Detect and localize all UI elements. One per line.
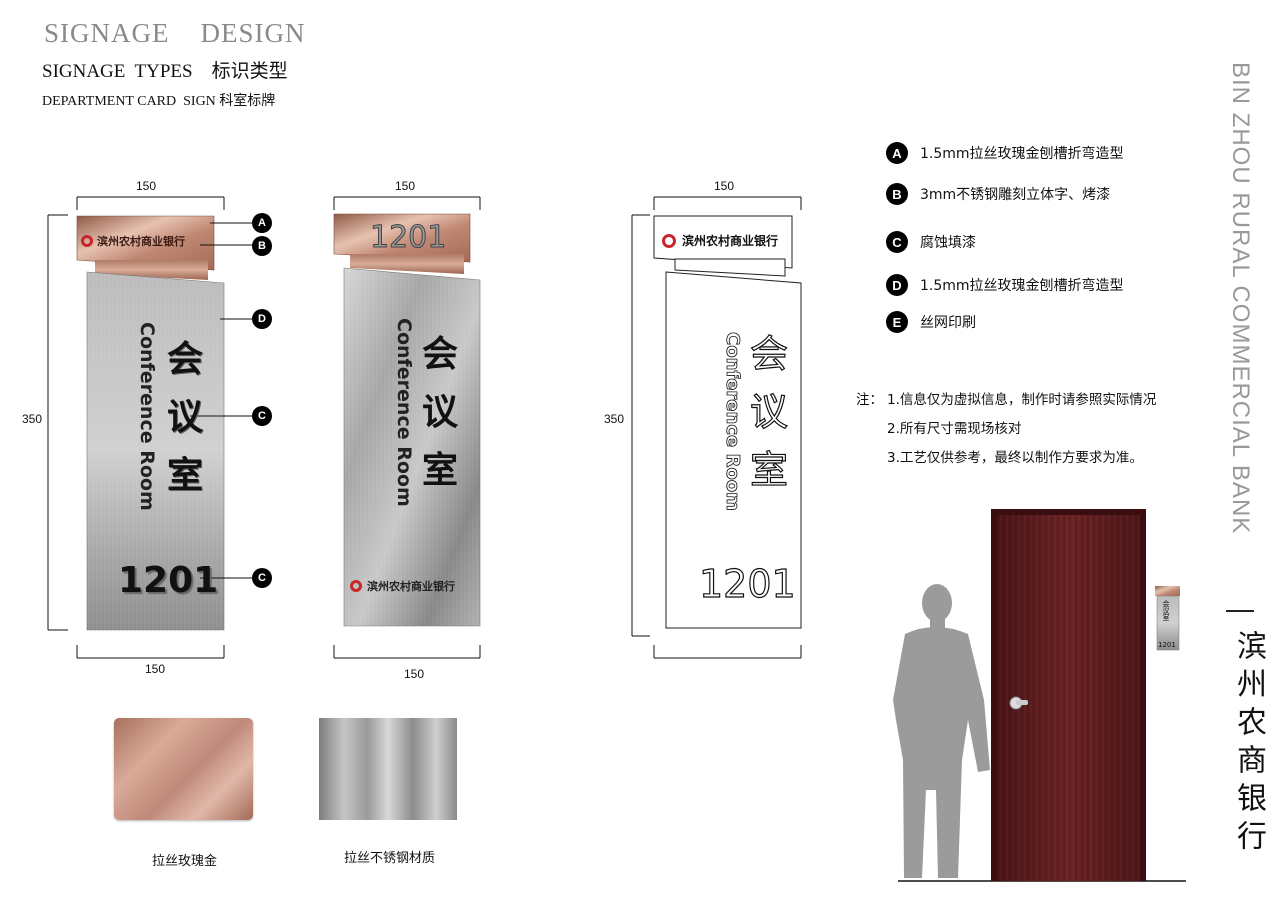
sign1-room-cn: 会 议 室	[160, 330, 210, 504]
sign3-room-cn: 会 议 室	[744, 325, 794, 499]
sign2-bank-name: 滨州农村商业银行	[367, 580, 455, 593]
dim-width-top-3: 150	[714, 179, 735, 193]
sign2-bank-logo: 滨州农村商业银行	[350, 578, 455, 594]
spec-a-text: 1.5mm拉丝玫瑰金刨槽折弯造型	[920, 146, 1124, 162]
rose-gold-swatch	[114, 718, 253, 820]
page-sub-subtitle: DEPARTMENT CARD SIGN 科室标牌	[42, 94, 276, 109]
sign3-room-number: 1201	[698, 561, 796, 606]
rose-gold-label: 拉丝玫瑰金	[152, 854, 218, 869]
door-sign-room-cn: 会议室	[1162, 600, 1170, 621]
spec-row-b: B 3mm不锈钢雕刻立体字、烤漆	[886, 182, 1110, 206]
dim-height-3: 350	[604, 412, 625, 426]
notes-label: 注：	[856, 392, 883, 408]
callout-a-badge: A	[252, 213, 272, 233]
note-line: 3.工艺仅供参考，最终以制作方要求为准。	[887, 450, 1143, 466]
sign3-room-cn-char: 会	[749, 331, 788, 376]
spec-b-text: 3mm不锈钢雕刻立体字、烤漆	[920, 187, 1111, 203]
spec-c-text: 腐蚀填漆	[920, 235, 976, 251]
bank-logo-icon	[81, 235, 93, 247]
page-subtitle: SIGNAGE TYPES 标识类型	[42, 61, 288, 82]
spec-row-e: E 丝网印刷	[886, 310, 976, 334]
callout-c2-badge: C	[252, 568, 272, 588]
side-title-en: BIN ZHOU RURAL COMMERCIAL BANK	[1227, 62, 1254, 535]
callout-c-badge: C	[252, 406, 272, 426]
sign1-room-number: 1201	[118, 560, 219, 601]
spec-d-text: 1.5mm拉丝玫瑰金刨槽折弯造型	[920, 278, 1124, 294]
sign2-room-cn-char: 室	[421, 449, 458, 491]
sign3-room-en: Conference Room	[722, 332, 744, 512]
spec-row-d: D 1.5mm拉丝玫瑰金刨槽折弯造型	[886, 273, 1124, 297]
side-title-divider	[1226, 610, 1254, 612]
sign2-room-cn-char: 议	[421, 391, 458, 433]
dim-width-bottom-2: 150	[404, 667, 425, 681]
sign1-bank-logo: 滨州农村商业银行	[81, 233, 185, 249]
note-line: 2.所有尺寸需现场核对	[887, 421, 1022, 437]
dim-width-top-1: 150	[136, 179, 157, 193]
sign2-room-cn-char: 会	[421, 333, 458, 375]
sign1-room-cn-char: 室	[166, 454, 203, 496]
spec-row-c: C 腐蚀填漆	[886, 230, 976, 254]
spec-d-badge: D	[886, 274, 908, 296]
sign3-bank-logo: 滨州农村商业银行	[662, 232, 778, 249]
sign2-room-number: 1201	[369, 220, 447, 256]
bank-logo-icon	[350, 580, 362, 592]
sign3-room-cn-char: 室	[749, 447, 788, 492]
callout-d-badge: D	[252, 309, 272, 329]
sign1-room-en: Conference Room	[136, 322, 158, 511]
note-line: 1.信息仅为虚拟信息，制作时请参照实际情况	[887, 392, 1157, 408]
dim-height-1: 350	[22, 412, 43, 426]
spec-e-text: 丝网印刷	[920, 315, 976, 331]
sign1-room-cn-char: 议	[166, 396, 203, 438]
door-sign-room-number: 1201	[1158, 641, 1176, 649]
spec-b-badge: B	[886, 183, 908, 205]
spec-row-a: A 1.5mm拉丝玫瑰金刨槽折弯造型	[886, 141, 1124, 165]
sign2-room-en: Conference Room	[393, 318, 415, 507]
steel-label: 拉丝不锈钢材质	[344, 851, 436, 866]
dim-width-top-2: 150	[395, 179, 416, 193]
bank-logo-icon	[662, 233, 676, 248]
steel-swatch	[319, 718, 457, 820]
side-title-cn: 滨州农商银行	[1231, 630, 1266, 858]
spec-a-badge: A	[886, 142, 908, 164]
person-silhouette-icon	[893, 584, 990, 878]
sign1-room-cn-char: 会	[166, 338, 203, 380]
dim-width-bottom-1: 150	[145, 662, 166, 676]
spec-e-badge: E	[886, 311, 908, 333]
callout-b-badge: B	[252, 236, 272, 256]
sign3-bank-name: 滨州农村商业银行	[682, 234, 779, 248]
sign3-room-cn-char: 议	[749, 389, 788, 434]
spec-c-badge: C	[886, 231, 908, 253]
sign1-bank-name: 滨州农村商业银行	[97, 235, 185, 248]
page-title: SIGNAGE DESIGN	[44, 18, 306, 48]
sign2-room-cn: 会 议 室	[415, 325, 465, 499]
